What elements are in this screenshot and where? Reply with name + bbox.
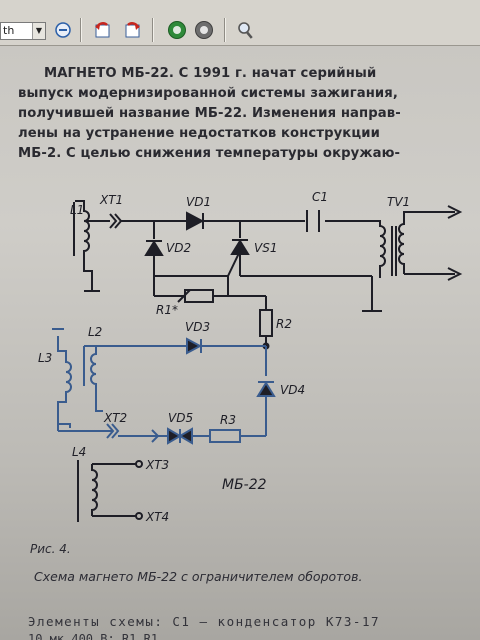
label-vd2: VD2 bbox=[166, 241, 191, 255]
label-l3: L3 bbox=[38, 351, 52, 365]
chevron-down-icon[interactable]: ▼ bbox=[32, 23, 45, 39]
label-vd5: VD5 bbox=[168, 411, 193, 425]
figure-number: Рис. 4. bbox=[30, 542, 71, 556]
rotate-right-icon[interactable] bbox=[121, 19, 143, 41]
zoom-select-value: th bbox=[3, 24, 15, 37]
label-vd3: VD3 bbox=[185, 320, 210, 334]
label-vd4: VD4 bbox=[280, 383, 305, 397]
label-l1: L1 bbox=[70, 203, 84, 217]
label-c1: C1 bbox=[312, 190, 328, 204]
previous-page-icon[interactable] bbox=[166, 19, 188, 41]
label-tv1: TV1 bbox=[387, 195, 410, 209]
search-icon[interactable] bbox=[235, 19, 257, 41]
label-device: МБ-22 bbox=[222, 477, 267, 493]
next-page-icon[interactable] bbox=[193, 19, 215, 41]
zoom-out-icon[interactable] bbox=[52, 19, 74, 41]
label-xt3: XT3 bbox=[145, 458, 169, 472]
zoom-select[interactable]: th ▼ bbox=[0, 22, 46, 40]
viewer-toolbar: th ▼ bbox=[0, 0, 480, 46]
label-r3: R3 bbox=[220, 413, 236, 427]
label-xt4: XT4 bbox=[145, 510, 169, 524]
article-line: МБ-2. С целью снижения температуры окруж… bbox=[18, 146, 401, 161]
label-vs1: VS1 bbox=[254, 241, 277, 255]
figure-caption: Схема магнето МБ-22 с ограничителем обор… bbox=[34, 569, 363, 584]
label-xt2: XT2 bbox=[103, 411, 127, 425]
article-paragraph: МАГНЕТО МБ-22. С 1991 г. начат серийный … bbox=[18, 64, 474, 164]
label-r2: R2 bbox=[276, 317, 292, 331]
label-l4: L4 bbox=[72, 445, 86, 459]
circuit-schematic: L1 XT1 VD1 C1 TV1 VD2 VS1 R1* R2 L2 VD3 … bbox=[38, 190, 463, 524]
label-r1: R1* bbox=[156, 303, 178, 317]
document-page: МАГНЕТО МБ-22. С 1991 г. начат серийный … bbox=[0, 46, 480, 640]
article-line: лены на устранение недостатков конструкц… bbox=[18, 126, 380, 141]
label-l2: L2 bbox=[88, 325, 102, 339]
label-xt1: XT1 bbox=[99, 193, 123, 207]
article-line: получившей название МБ-22. Изменения нап… bbox=[18, 106, 401, 121]
rotate-left-icon[interactable] bbox=[92, 19, 114, 41]
body-text-line: 10 мк 400 В; R1 R1 bbox=[28, 632, 159, 640]
article-line: выпуск модернизированной системы зажиган… bbox=[18, 86, 398, 101]
article-line: МАГНЕТО МБ-22. С 1991 г. начат серийный bbox=[44, 66, 377, 81]
body-text-line: Элементы схемы: C1 — конденсатор К73-17 bbox=[28, 614, 380, 629]
label-vd1: VD1 bbox=[186, 195, 211, 209]
